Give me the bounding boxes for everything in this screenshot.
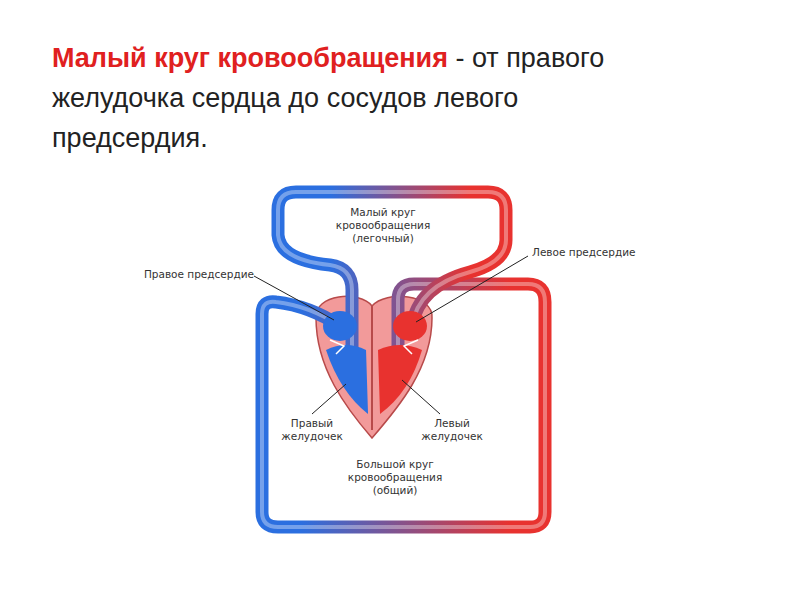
right-atrium	[323, 311, 357, 341]
heart	[316, 296, 432, 438]
circle-label: Малый круг кровообращения (легочный)	[318, 206, 448, 245]
right-ventricle	[326, 345, 368, 414]
pulmonary-loop	[278, 192, 506, 370]
title: Малый круг кровообращения	[52, 43, 448, 73]
systemic-loop	[262, 284, 545, 527]
left-ventricle	[378, 345, 422, 414]
leader-line	[254, 276, 334, 320]
part-label: Левый желудочек	[412, 417, 492, 443]
left-atrium	[393, 311, 427, 341]
circle-label: Большой круг кровообращения (общий)	[330, 458, 460, 497]
leader-line	[416, 256, 528, 322]
leader-line	[312, 384, 346, 414]
leader-line	[402, 380, 440, 414]
part-label: Левое предсердие	[532, 246, 672, 259]
heading: Малый круг кровообращения - от правого ж…	[52, 38, 642, 158]
part-label: Правое предсердие	[122, 268, 254, 281]
part-label: Правый желудочек	[272, 417, 352, 443]
